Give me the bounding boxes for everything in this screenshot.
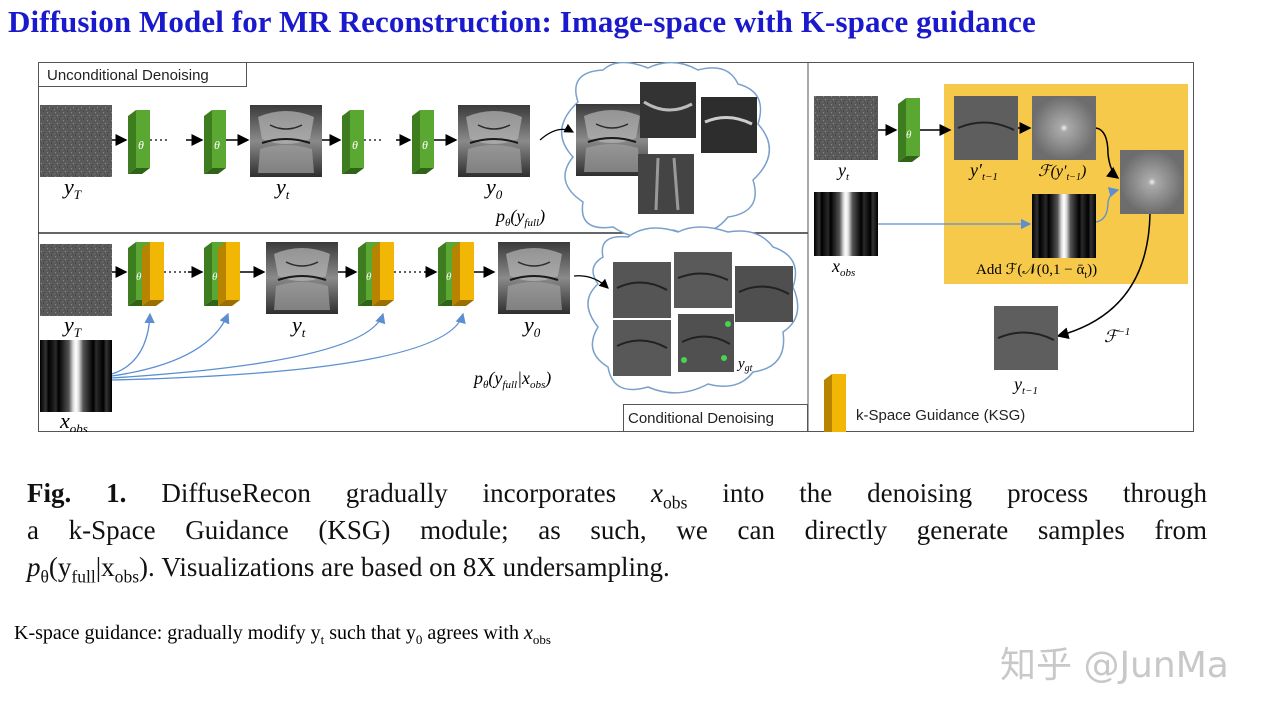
- svg-text:yT: yT: [62, 174, 82, 202]
- svg-text:y0: y0: [522, 312, 541, 340]
- svg-text:θ: θ: [352, 138, 358, 152]
- cond-label: Conditional Denoising: [628, 410, 774, 427]
- svg-text:pθ(yfull): pθ(yfull): [494, 206, 545, 229]
- svg-text:yT: yT: [62, 312, 82, 340]
- svg-text:pθ(yfull|xobs): pθ(yfull|xobs): [472, 368, 551, 391]
- caption-line-2: a k-Space Guidance (KSG) module; as such…: [27, 515, 1207, 545]
- svg-text:ℱ−1: ℱ−1: [1104, 326, 1130, 346]
- svg-text:θ: θ: [446, 271, 452, 283]
- caption-line-1: Fig. 1. DiffuseRecon gradually incorpora…: [27, 478, 1208, 513]
- svg-text:θ: θ: [366, 271, 372, 283]
- ksg-legend-icon: [824, 374, 846, 432]
- svg-text:yt−1: yt−1: [1012, 374, 1038, 397]
- svg-text:ygt: ygt: [736, 356, 753, 374]
- noise-image: [40, 105, 112, 177]
- svg-text:xobs: xobs: [59, 408, 88, 432]
- uncond-label: Unconditional Denoising: [47, 67, 209, 84]
- svg-text:θ: θ: [422, 138, 428, 152]
- slide-title: Diffusion Model for MR Reconstruction: I…: [8, 4, 1036, 39]
- svg-text:ℱ(y′t−1): ℱ(y′t−1): [1038, 163, 1086, 183]
- svg-text:θ: θ: [906, 129, 912, 141]
- svg-text:θ: θ: [136, 271, 142, 283]
- ksg-legend-label: k-Space Guidance (KSG): [856, 407, 1025, 424]
- svg-text:yt: yt: [836, 160, 850, 183]
- knee-image-y0: [457, 104, 531, 178]
- kspace-image: [40, 340, 112, 412]
- svg-text:yt: yt: [274, 174, 290, 202]
- figure-diagram: Unconditional Denoising Conditional Deno…: [38, 62, 1194, 432]
- bottom-note: K-space guidance: gradually modify yt su…: [14, 622, 551, 647]
- caption-line-3: pθ(yfull|xobs). Visualizations are based…: [27, 552, 670, 587]
- svg-text:θ: θ: [214, 138, 220, 152]
- zhihu-watermark: 知乎 @JunMa: [1000, 645, 1229, 686]
- svg-text:y′t−1: y′t−1: [968, 160, 998, 183]
- svg-text:yt: yt: [290, 312, 306, 340]
- knee-image-yt: [249, 104, 323, 178]
- svg-text:Add ℱ(𝒩(0,1 − ᾱt)): Add ℱ(𝒩(0,1 − ᾱt)): [976, 262, 1097, 281]
- svg-text:θ: θ: [138, 138, 144, 152]
- svg-text:y0: y0: [484, 174, 503, 202]
- svg-text:θ: θ: [212, 271, 218, 283]
- svg-text:xobs: xobs: [831, 256, 855, 279]
